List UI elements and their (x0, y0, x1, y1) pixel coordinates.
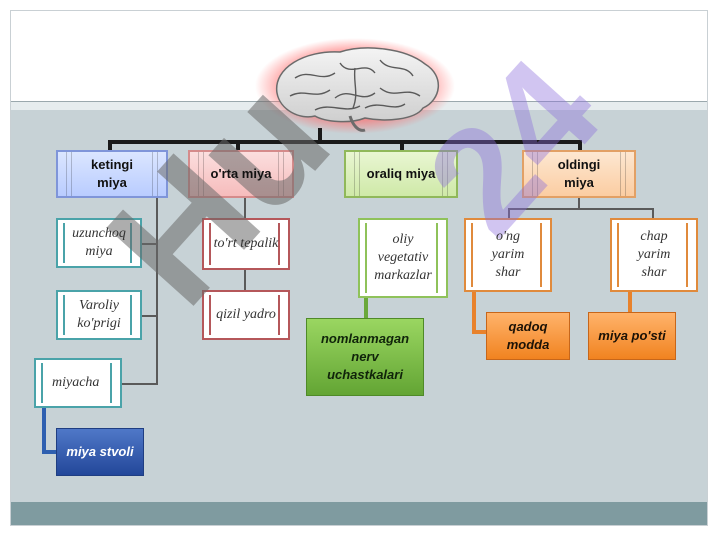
hook-miyacha (42, 402, 46, 454)
category-ketingi-miya: ketingi miya (56, 150, 168, 198)
category-label: oldingi miya (557, 157, 601, 190)
node-miya-stvoli: miya stvoli (56, 428, 144, 476)
connector-trunk (318, 128, 322, 142)
category-oraliq-miya: oraliq miya (344, 150, 458, 198)
node-miyacha: miyacha (34, 358, 122, 408)
hook-miyacha-h (42, 450, 58, 454)
connector-fore-stem (578, 198, 580, 210)
brain-image (255, 38, 455, 134)
connector-main-bar (108, 140, 582, 144)
connector-hind-vertical (156, 198, 158, 384)
connector-fore-left (508, 208, 510, 220)
node-chap-yarim-shar: chap yarim shar (610, 218, 698, 292)
connector-drop-2 (236, 140, 240, 152)
category-oldingi-miya: oldingi miya (522, 150, 636, 198)
connector-fore-right (652, 208, 654, 220)
hook-ong-h (472, 330, 488, 334)
hook-ong (472, 288, 476, 334)
footer-bar (11, 502, 707, 526)
connector-fore-bar (508, 208, 654, 210)
connector-drop-4 (578, 140, 582, 152)
connector-hind-3 (120, 383, 158, 385)
node-qizil-yadro: qizil yadro (202, 290, 290, 340)
category-label: o'rta miya (210, 166, 272, 181)
node-uzunchoq-miya: uzunchoq miya (56, 218, 142, 268)
category-label: oraliq miya (366, 166, 436, 181)
category-label: ketingi miya (91, 157, 133, 190)
slide-frame (10, 10, 708, 526)
node-nomlanmagan-nerv-uchastkalari: nomlanmagan nerv uchastkalari (306, 318, 424, 396)
hook-chap (628, 292, 632, 320)
category-orta-miya: o'rta miya (188, 150, 294, 198)
node-ong-yarim-shar: o'ng yarim shar (464, 218, 552, 292)
node-oliy-vegetativ-markazlar: oliy vegetativ markazlar (358, 218, 448, 298)
node-varoliy-koprigi: Varoliy ko'prigi (56, 290, 142, 340)
node-qadoq-modda: qadoq modda (486, 312, 570, 360)
connector-drop-1 (108, 140, 112, 152)
connector-drop-3 (400, 140, 404, 152)
connector-hind-1 (140, 243, 158, 245)
node-tort-tepalik: to'rt tepalik (202, 218, 290, 270)
connector-hind-2 (140, 315, 158, 317)
hook-oliy (364, 298, 368, 326)
node-miya-posti: miya po'sti (588, 312, 676, 360)
